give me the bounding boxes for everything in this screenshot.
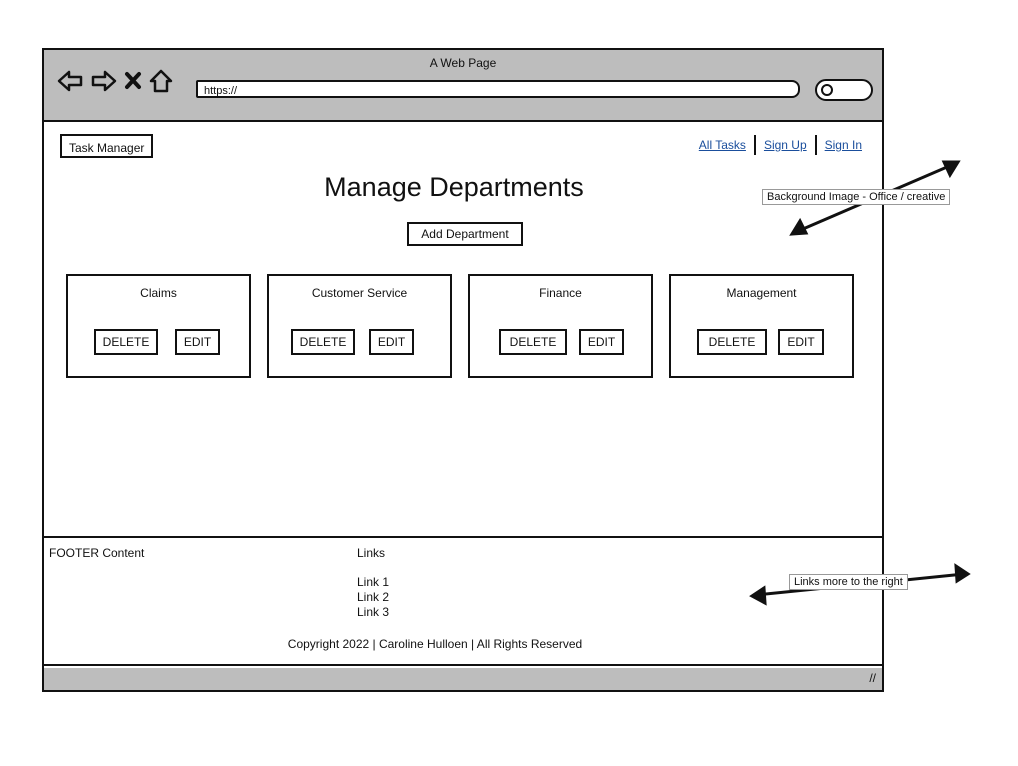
links-position-note: Links more to the right [789, 574, 908, 590]
status-bar: // [44, 668, 882, 690]
department-name: Claims [140, 286, 177, 300]
search-button[interactable] [815, 79, 873, 101]
window-title: A Web Page [429, 56, 497, 70]
url-bar[interactable]: https:// [196, 80, 800, 98]
top-nav: All Tasks Sign Up Sign In [691, 135, 870, 155]
department-name: Management [726, 286, 797, 300]
forward-arrow-icon[interactable] [90, 68, 118, 99]
edit-button[interactable]: EDIT [175, 329, 220, 355]
nav-link-sign-in[interactable]: Sign In [824, 138, 862, 152]
stop-icon[interactable] [124, 68, 142, 99]
nav-link-sign-up[interactable]: Sign Up [763, 138, 807, 152]
brand-button[interactable]: Task Manager [60, 134, 154, 158]
home-icon[interactable] [148, 68, 174, 99]
footer-links: Link 1 Link 2 Link 3 [357, 575, 389, 620]
department-card: Customer Service DELETE EDIT [267, 274, 452, 378]
department-card: Finance DELETE EDIT [468, 274, 653, 378]
footer-content: FOOTER Content [49, 546, 145, 560]
page-title: Manage Departments [324, 172, 584, 202]
copyright-text: Copyright 2022 | Caroline Hulloen | All … [287, 637, 583, 651]
nav-icons [56, 68, 174, 98]
department-card: Claims DELETE EDIT [66, 274, 251, 378]
footer-link-2[interactable]: Link 2 [357, 590, 390, 604]
delete-button[interactable]: DELETE [499, 329, 567, 355]
resize-handle-icon[interactable]: // [869, 671, 876, 685]
edit-button[interactable]: EDIT [778, 329, 824, 355]
background-image-note: Background Image - Office / creative [762, 189, 951, 205]
footer-links-heading: Links [357, 546, 386, 560]
edit-button[interactable]: EDIT [579, 329, 624, 355]
browser-titlebar: A Web Page https:// [44, 50, 882, 122]
browser-window: A Web Page https:// Task Manager All Tas… [42, 48, 884, 692]
footer-link-1[interactable]: Link 1 [357, 575, 390, 589]
delete-button[interactable]: DELETE [291, 329, 355, 355]
department-name: Finance [539, 286, 582, 300]
add-department-button[interactable]: Add Department [407, 222, 523, 246]
nav-divider [814, 135, 817, 155]
search-icon [821, 84, 833, 96]
nav-link-all-tasks[interactable]: All Tasks [698, 138, 746, 152]
department-card: Management DELETE EDIT [669, 274, 854, 378]
edit-button[interactable]: EDIT [369, 329, 414, 355]
delete-button[interactable]: DELETE [697, 329, 767, 355]
delete-button[interactable]: DELETE [94, 329, 158, 355]
footer-link-3[interactable]: Link 3 [357, 605, 390, 619]
back-arrow-icon[interactable] [56, 68, 84, 99]
nav-divider [753, 135, 756, 155]
department-name: Customer Service [311, 286, 408, 300]
footer: FOOTER Content Links Link 1 Link 2 Link … [44, 536, 882, 666]
